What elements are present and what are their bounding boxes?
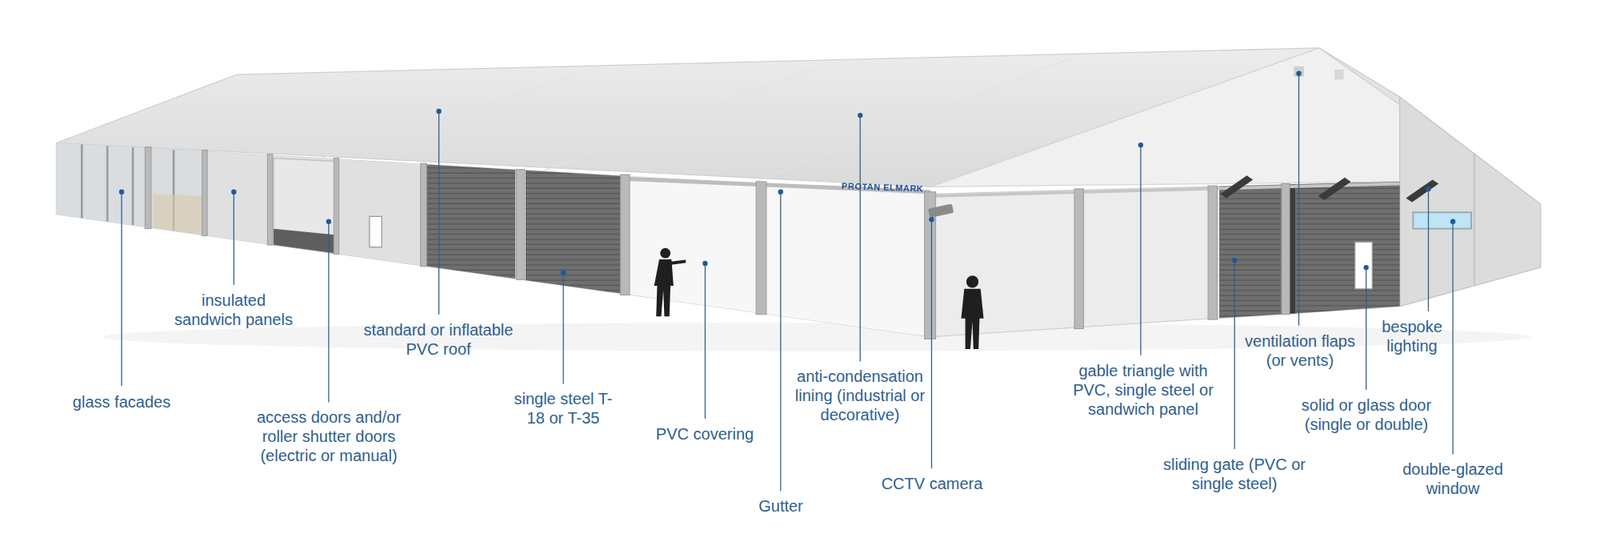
glass-facade	[56, 143, 204, 236]
person-arm	[669, 260, 686, 264]
leader-line	[1452, 221, 1453, 455]
leader-dot	[1425, 186, 1431, 192]
steel-post	[144, 147, 152, 229]
leader-line	[1298, 73, 1300, 326]
glass-interior	[153, 193, 205, 235]
side-wall	[930, 181, 1400, 337]
steel-post	[1074, 188, 1084, 329]
ventilation-flap	[1293, 66, 1304, 77]
callout-label: sliding gate (PVC or single steel)	[1156, 454, 1313, 493]
callout-label: CCTV camera	[860, 473, 1004, 493]
callout-label: bespoke lighting	[1364, 316, 1460, 356]
leader-line	[328, 221, 329, 403]
steel-post	[1281, 184, 1290, 315]
leader-line	[563, 272, 564, 384]
leader-line	[233, 192, 235, 285]
callout-label: glass facades	[49, 392, 194, 412]
leader-dot	[702, 260, 708, 266]
steel-posts	[144, 147, 1290, 340]
leader-dot	[857, 112, 863, 118]
sandwich-panels	[204, 151, 424, 266]
people	[654, 248, 984, 349]
leader-dot	[560, 269, 566, 275]
callout-label: solid or glass door (single or double)	[1294, 395, 1439, 434]
leader-lines	[121, 73, 1453, 492]
leader-dot	[326, 219, 332, 224]
leader-dot	[1450, 219, 1456, 224]
steel-post	[202, 149, 208, 236]
leader-line	[1140, 144, 1141, 356]
callout-label: single steel T-18 or T-35	[509, 388, 618, 428]
leader-line	[1365, 267, 1367, 390]
gate-gap	[1280, 184, 1296, 314]
leader-dot	[1364, 264, 1369, 270]
ventilation-flap	[1334, 69, 1344, 80]
person-head	[660, 248, 671, 259]
building	[56, 48, 1540, 352]
leader-line	[438, 111, 440, 315]
access-door	[369, 216, 382, 247]
leader-dots	[119, 71, 1456, 276]
end-wall	[1400, 96, 1541, 306]
lights	[1220, 175, 1439, 202]
sliding-gate	[1296, 181, 1400, 313]
leader-dot	[928, 216, 934, 222]
brand-logo: PROTAN ELMARK	[841, 180, 924, 194]
cctv-camera	[928, 204, 954, 219]
callout-label: double-glazed window	[1396, 459, 1509, 498]
callout-label: standard or inflatable PVC roof	[362, 320, 515, 359]
leader-dot	[1232, 257, 1237, 263]
callout-label: ventilation flaps (or vents)	[1244, 331, 1356, 370]
leader-dot	[119, 189, 124, 195]
roller-shutter	[525, 170, 623, 294]
leader-line	[931, 219, 932, 468]
leader-dot	[231, 189, 236, 195]
glass-mullion	[132, 147, 135, 225]
end-wall-post	[1473, 152, 1476, 286]
steel-post	[420, 163, 428, 267]
gable-roof	[930, 48, 1400, 187]
light-fixture	[1318, 177, 1352, 200]
callout-label: PVC covering	[624, 424, 785, 444]
steel-post	[267, 154, 272, 245]
callout-label: access doors and/or roller shutter doors…	[248, 407, 409, 465]
roller-door-opening	[273, 228, 336, 254]
pvc-covering	[622, 176, 931, 337]
leader-dot	[778, 189, 784, 195]
front-wall	[56, 143, 931, 337]
roller-door	[273, 158, 336, 254]
double-glazed-window	[1412, 212, 1472, 228]
light-fixture	[1405, 179, 1439, 202]
person-head	[966, 275, 979, 288]
light-fixture	[1220, 175, 1253, 198]
leader-line	[860, 115, 861, 361]
person-body	[654, 259, 674, 316]
solid-door	[1355, 241, 1373, 289]
steel-post	[333, 158, 339, 255]
leader-dot	[436, 108, 441, 114]
steel-post	[1208, 185, 1217, 320]
glass-mullion	[80, 144, 84, 218]
callout-label: insulated sandwich panels	[169, 290, 298, 329]
steel-post	[756, 181, 767, 315]
roller-shutter	[423, 164, 516, 279]
callout-label: anti-condensation lining (industrial or …	[786, 366, 935, 424]
leader-dot	[1296, 71, 1301, 76]
leader-dot	[1138, 142, 1144, 148]
sliding-gate	[1219, 184, 1281, 319]
leader-line	[1428, 188, 1429, 312]
leader-line	[1234, 260, 1236, 449]
leader-line	[120, 192, 122, 386]
steel-post	[620, 174, 630, 295]
leader-line	[704, 263, 706, 419]
glass-mullion	[106, 145, 109, 221]
callout-label: Gutter	[732, 496, 829, 516]
callout-label: gable triangle with PVC, single steel or…	[1071, 360, 1216, 419]
roof-seam	[530, 67, 816, 176]
steel-post	[516, 169, 525, 280]
person-body	[960, 288, 984, 349]
leader-line	[780, 192, 781, 492]
